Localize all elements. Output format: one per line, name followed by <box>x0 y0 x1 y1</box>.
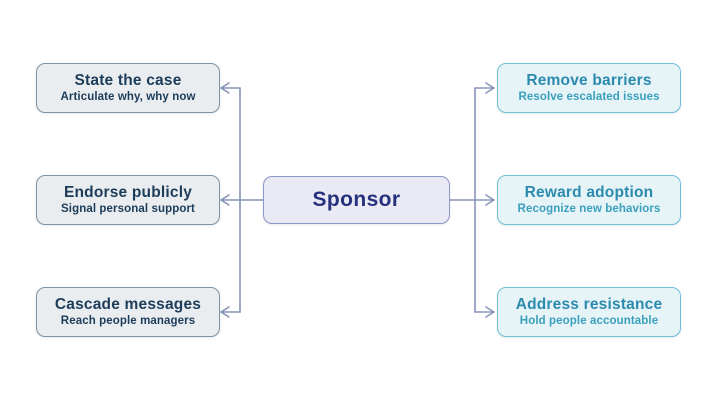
arrowhead-right-row3-icon <box>485 306 495 318</box>
node-title: State the case <box>74 72 182 90</box>
node-subtitle: Resolve escalated issues <box>518 91 660 104</box>
arrowhead-left-row3-icon <box>220 306 230 318</box>
arrowhead-right-row2-icon <box>485 194 495 206</box>
node-cascade-messages: Cascade messages Reach people managers <box>36 287 220 337</box>
arrowhead-left-row2-icon <box>220 194 230 206</box>
arrowhead-right-row1-icon <box>485 82 495 94</box>
node-subtitle: Reach people managers <box>60 315 196 328</box>
node-subtitle: Signal personal support <box>61 203 195 216</box>
node-sponsor: Sponsor <box>263 176 450 224</box>
node-title: Remove barriers <box>526 72 652 90</box>
node-title: Reward adoption <box>524 184 654 202</box>
node-address-resistance: Address resistance Hold people accountab… <box>497 287 681 337</box>
arrowhead-left-row1-icon <box>220 82 230 94</box>
node-subtitle: Hold people accountable <box>519 315 659 328</box>
node-subtitle: Recognize new behaviors <box>517 203 661 216</box>
node-title: Cascade messages <box>54 296 202 314</box>
node-reward-adoption: Reward adoption Recognize new behaviors <box>497 175 681 225</box>
node-state-the-case: State the case Articulate why, why now <box>36 63 220 113</box>
node-title: Endorse publicly <box>63 184 193 202</box>
node-title: Sponsor <box>312 188 401 211</box>
node-subtitle: Articulate why, why now <box>60 91 196 104</box>
node-remove-barriers: Remove barriers Resolve escalated issues <box>497 63 681 113</box>
node-endorse-publicly: Endorse publicly Signal personal support <box>36 175 220 225</box>
node-title: Address resistance <box>515 296 663 314</box>
